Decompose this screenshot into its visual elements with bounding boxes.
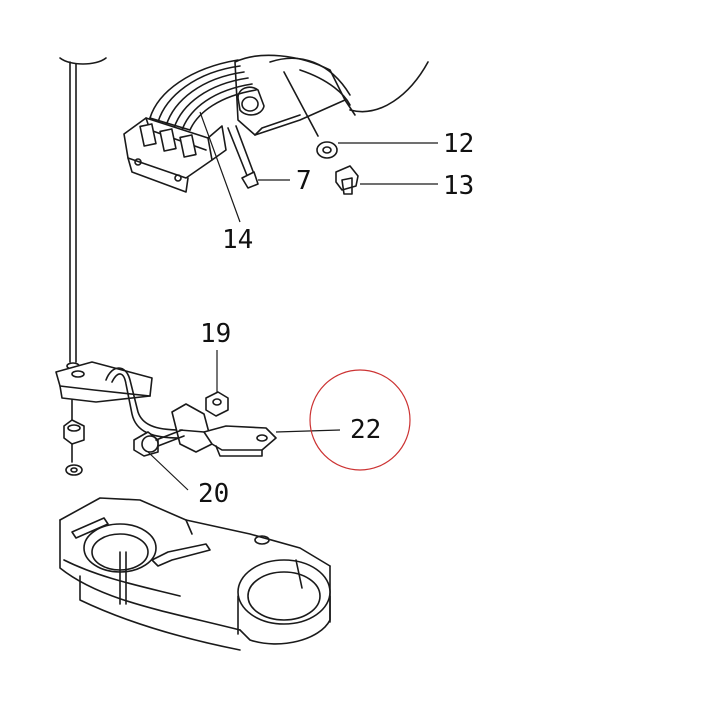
- callout-13: 13: [443, 171, 474, 201]
- lower-yoke: [59, 497, 331, 651]
- wire-harness: [149, 59, 257, 131]
- callout-7: 7: [296, 166, 312, 196]
- bolt-7: [227, 125, 290, 189]
- upper-housing: [234, 54, 429, 137]
- callout-20: 20: [198, 479, 229, 509]
- callout-12: 12: [443, 129, 474, 159]
- brake-pipe: [105, 367, 181, 439]
- callout-22: 22: [350, 415, 381, 445]
- steering-stem: [59, 57, 107, 370]
- highlight-ring: [309, 369, 411, 471]
- nut-13: [335, 165, 438, 195]
- lower-bracket: [55, 361, 153, 403]
- leader-14: [199, 111, 241, 223]
- washer-12: [316, 141, 438, 159]
- grommet-stack: [63, 399, 85, 476]
- callout-14: 14: [222, 225, 253, 255]
- bolt-20: [133, 429, 189, 491]
- nut-19: [205, 350, 229, 417]
- pipe-bracket-22: [171, 403, 341, 457]
- callout-19: 19: [200, 319, 231, 349]
- connector-block: [123, 117, 227, 193]
